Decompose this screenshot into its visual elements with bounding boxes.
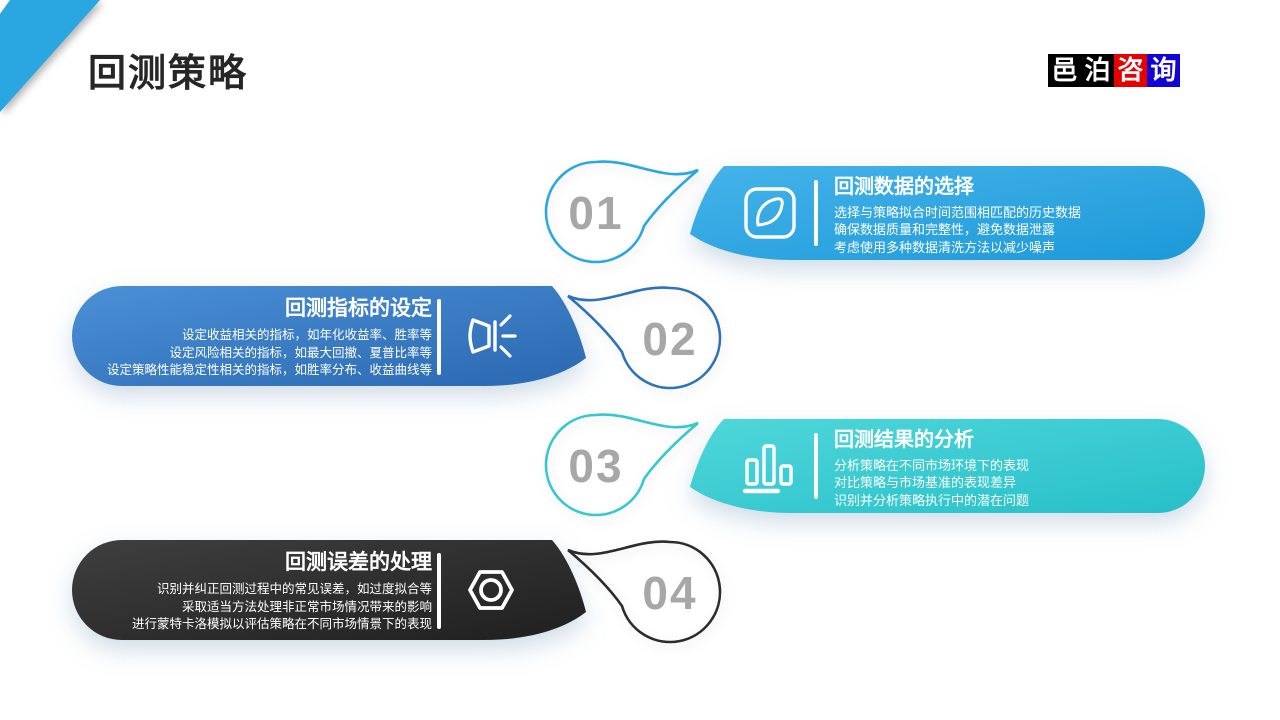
page-title: 回测策略	[88, 53, 249, 95]
divider	[437, 299, 441, 375]
step-line: 分析策略在不同市场环境下的表现	[834, 457, 1030, 473]
step-line: 确保数据质量和完整性，避免数据泄露	[834, 222, 1056, 238]
step-title: 回测误差的处理	[285, 551, 432, 575]
divider	[814, 180, 818, 246]
logo-char: 泊	[1081, 54, 1114, 87]
divider	[437, 553, 441, 629]
step-line: 设定策略性能稳定性相关的指标，如胜率分布、收益曲线等	[106, 363, 432, 378]
step-01-text: 回测数据的选择 选择与策略拟合时间范围相匹配的历史数据 确保数据质量和完整性，避…	[834, 170, 1200, 256]
step-04-text: 回测误差的处理 识别并纠正回测过程中的常见误差，如过度拟合等 采取适当方法处理非…	[90, 544, 432, 636]
step-02-number: 02	[642, 313, 698, 365]
step-line: 采取适当方法处理非正常市场情况带来的影响	[181, 599, 432, 614]
step-01-balloon	[544, 160, 699, 264]
corner-ribbon	[0, 0, 100, 112]
step-line: 进行蒙特卡洛模拟以评估策略在不同市场情景下的表现	[131, 617, 432, 632]
step-line: 考虑使用多种数据清洗方法以减少噪声	[834, 239, 1056, 255]
step-line: 对比策略与市场基准的表现差异	[834, 475, 1017, 491]
megaphone-icon	[468, 314, 517, 358]
step-title: 回测数据的选择	[834, 175, 974, 198]
logo-char: 咨	[1114, 54, 1147, 87]
step-01-box	[690, 166, 1205, 260]
step-03-balloon	[544, 413, 699, 517]
step-line: 设定风险相关的指标，如最大回撤、夏普比率等	[169, 345, 432, 360]
step-02-balloon	[567, 286, 722, 390]
step-01-number: 01	[568, 187, 624, 239]
step-line: 选择与策略拟合时间范围相匹配的历史数据	[834, 204, 1082, 220]
step-line: 设定收益相关的指标，如年化收益率、胜率等	[181, 328, 432, 343]
step-04-number: 04	[642, 567, 698, 619]
step-02-text: 回测指标的设定 设定收益相关的指标，如年化收益率、胜率等 设定风险相关的指标，如…	[90, 290, 432, 382]
step-title: 回测指标的设定	[285, 297, 432, 321]
step-line: 识别并纠正回测过程中的常见误差，如过度拟合等	[156, 582, 432, 597]
step-04-box	[72, 540, 586, 640]
step-02-box	[72, 286, 586, 386]
logo-char: 询	[1147, 54, 1180, 87]
hex-nut-icon	[468, 570, 514, 610]
brand-logo: 邑 泊 咨 询	[1048, 54, 1180, 87]
step-04-balloon	[567, 540, 722, 644]
bar-chart-icon	[742, 444, 793, 494]
divider	[814, 433, 818, 499]
step-03-box	[690, 419, 1205, 513]
step-title: 回测结果的分析	[834, 428, 974, 451]
step-line: 识别并分析策略执行中的潜在问题	[834, 492, 1030, 508]
step-03-text: 回测结果的分析 分析策略在不同市场环境下的表现 对比策略与市场基准的表现差异 识…	[834, 423, 1200, 509]
step-03-number: 03	[568, 440, 624, 492]
logo-char: 邑	[1048, 54, 1081, 87]
pen-leaf-icon	[744, 187, 796, 239]
